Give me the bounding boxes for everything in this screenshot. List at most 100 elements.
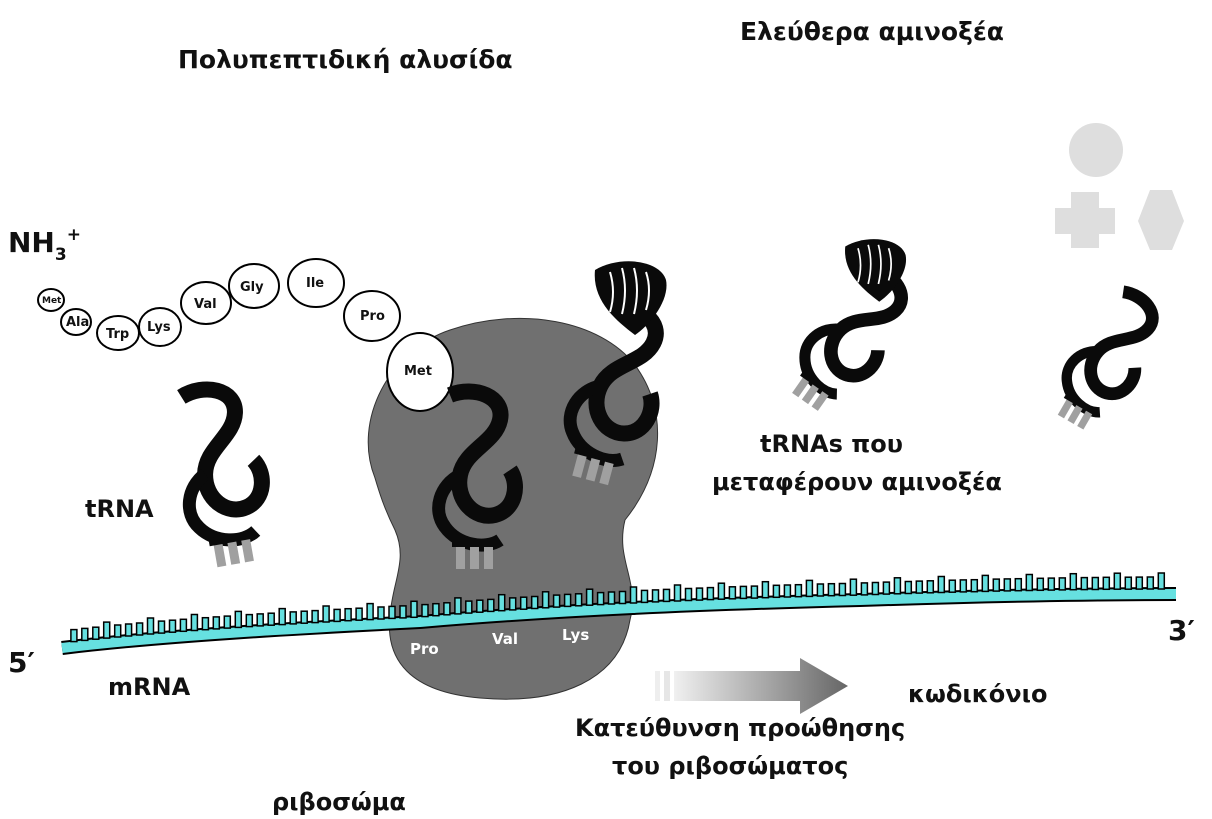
trnas-carrying-label-1: tRNAs που — [760, 430, 903, 458]
mrna-base — [861, 583, 867, 595]
mrna-base — [137, 623, 143, 635]
mrna-base — [1037, 578, 1043, 590]
mrna-base — [1103, 577, 1109, 589]
mrna-base — [499, 595, 505, 611]
mrna-base — [609, 592, 615, 604]
mrna-base — [180, 619, 186, 631]
mrna-base — [993, 579, 999, 591]
amino-acid-label: Ile — [306, 276, 324, 291]
mrna-base — [718, 583, 724, 599]
mrna-base — [301, 611, 307, 623]
codon-word-label: κωδικόνιο — [908, 680, 1047, 708]
amino-acid-label: Ala — [66, 315, 89, 330]
mrna-base — [675, 585, 681, 601]
amino-acid-label: Pro — [360, 309, 385, 324]
mrna-base — [323, 606, 329, 622]
mrna-base — [817, 584, 823, 596]
mrna-base — [170, 620, 176, 632]
mrna-base — [433, 604, 439, 616]
mrna-base — [411, 601, 417, 617]
mrna-base — [631, 587, 637, 603]
mrna-base — [905, 582, 911, 594]
mrna-base — [784, 585, 790, 597]
mrna-base — [1125, 577, 1131, 589]
mrna-base — [367, 604, 373, 620]
mrna-base — [751, 586, 757, 598]
mrna-base — [488, 599, 494, 611]
mrna-base — [762, 582, 768, 598]
ribosome-label: ριβοσώμα — [272, 788, 406, 816]
amino-acid-label: Val — [194, 297, 217, 312]
mrna-base — [828, 584, 834, 596]
mrna-base — [773, 585, 779, 597]
mrna-base — [707, 588, 713, 600]
amino-acid-label: Trp — [106, 327, 129, 342]
mrna-base — [148, 618, 154, 634]
mrna-base — [620, 592, 626, 604]
mrna-base — [1048, 578, 1054, 590]
trna-right-2 — [1046, 285, 1170, 439]
trna-label: tRNA — [85, 495, 154, 523]
amino-acid-label: Met — [404, 364, 432, 379]
polypeptide-title: Πολυπεπτιδική αλυσίδα — [178, 45, 513, 74]
mrna-base — [455, 598, 461, 614]
mrna-base — [312, 611, 318, 623]
mrna-base — [883, 582, 889, 594]
mrna-base — [938, 577, 944, 593]
mrna-base — [554, 595, 560, 607]
mrna-base — [1059, 578, 1065, 590]
mrna-base — [664, 589, 670, 601]
mrna-base — [1004, 579, 1010, 591]
mrna-base — [1158, 573, 1164, 589]
mrna-base — [104, 622, 110, 638]
mrna-base — [697, 588, 703, 600]
mrna-base — [960, 580, 966, 592]
mrna-base — [268, 613, 274, 625]
mrna-base — [686, 589, 692, 601]
mrna-base — [345, 609, 351, 621]
nh3-label: NH3+ — [8, 225, 81, 265]
mrna-base — [1092, 578, 1098, 590]
mrna-base — [806, 580, 812, 596]
mrna-base — [839, 584, 845, 596]
mrna-base — [850, 579, 856, 595]
mrna-base — [576, 594, 582, 606]
mrna-base — [729, 587, 735, 599]
trna-right-1 — [780, 261, 920, 422]
mrna-base — [82, 628, 88, 640]
mrna-base — [191, 615, 197, 631]
mrna-base — [1015, 579, 1021, 591]
mrna-base — [949, 580, 955, 592]
codon-label-val: Val — [492, 630, 518, 648]
direction-arrow-icon — [655, 658, 848, 714]
amino-acid-label: Met — [42, 296, 62, 306]
mrna-base — [279, 609, 285, 625]
mrna-base — [115, 625, 121, 637]
mrna-base — [653, 590, 659, 602]
mrna-base — [246, 615, 252, 627]
mrna-base — [93, 627, 99, 639]
mrna-base — [1136, 577, 1142, 589]
mrna-base — [543, 592, 549, 608]
mrna-base — [213, 617, 219, 629]
codon-label-lys: Lys — [562, 626, 589, 644]
mrna-base — [587, 589, 593, 605]
codon-label-pro: Pro — [410, 640, 439, 658]
mrna-base — [444, 603, 450, 615]
mrna-base — [795, 585, 801, 597]
mrna-base — [982, 575, 988, 591]
circle-amino-acid-icon — [1069, 123, 1123, 177]
mrna-base — [235, 611, 241, 627]
mrna-base — [927, 581, 933, 593]
mrna-base — [257, 614, 263, 626]
mrna-base — [1081, 578, 1087, 590]
five-prime-label: 5′ — [8, 646, 35, 679]
mrna-base — [565, 594, 571, 606]
mrna-base — [422, 605, 428, 617]
mrna-base — [894, 578, 900, 594]
mrna-base — [642, 590, 648, 602]
three-prime-label: 3′ — [1168, 614, 1195, 647]
mrna-base — [71, 630, 77, 642]
mrna-base — [378, 607, 384, 619]
mrna-base — [202, 618, 208, 630]
